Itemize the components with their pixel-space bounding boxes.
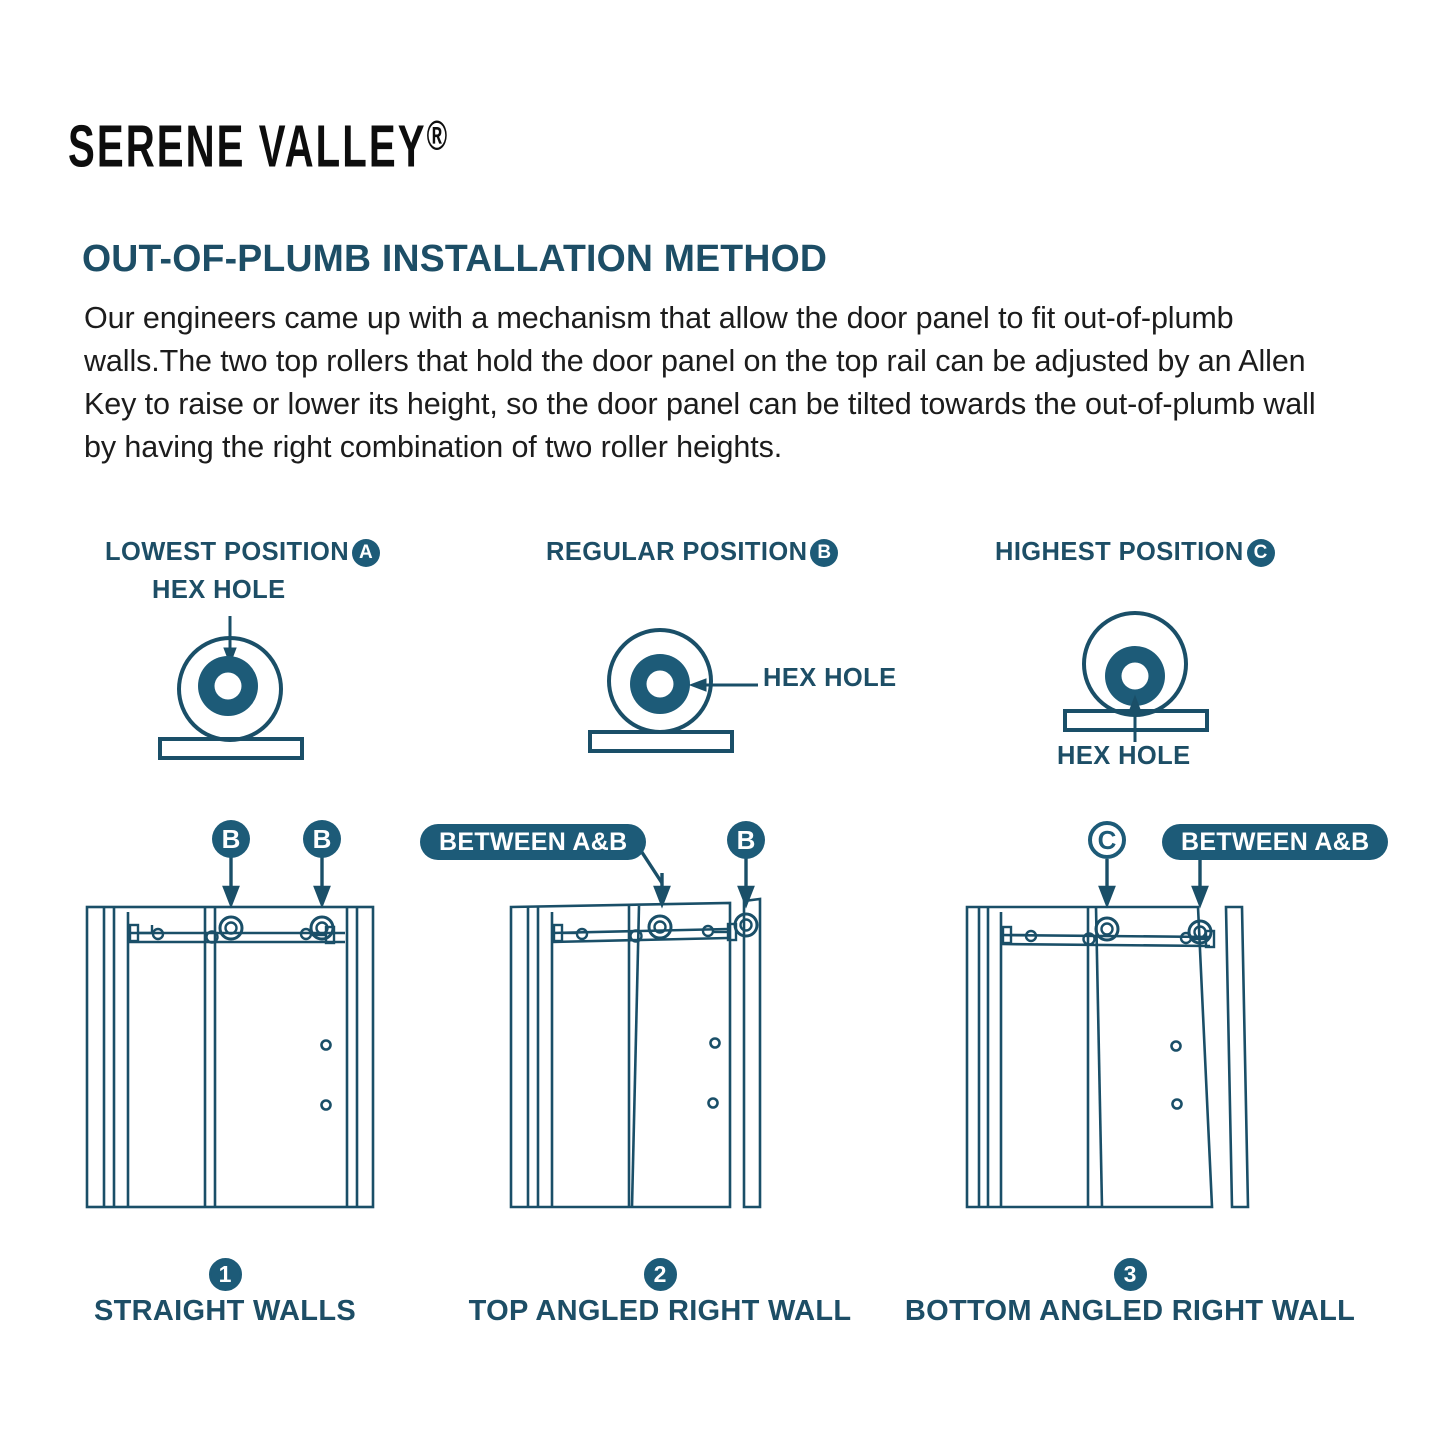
roller-a-arrow-icon xyxy=(223,616,237,666)
brand-logo: SERENE VALLEY® xyxy=(68,113,447,181)
brand-name: SERENE VALLEY xyxy=(68,114,427,181)
registered-trademark-icon: ® xyxy=(426,113,448,160)
caption-number-3: 3 xyxy=(1113,1258,1147,1291)
badge-b: B xyxy=(810,538,839,567)
caption-label-3: BOTTOM ANGLED RIGHT WALL xyxy=(904,1295,1356,1327)
page-title: OUT-OF-PLUMB INSTALLATION METHOD xyxy=(82,238,828,280)
caption-1: 1 STRAIGHT WALLS xyxy=(55,1258,395,1328)
caption-2: 2 TOP ANGLED RIGHT WALL xyxy=(425,1258,895,1328)
caption-label-2: TOP ANGLED RIGHT WALL xyxy=(468,1295,852,1327)
roller-c-arrow-icon xyxy=(1128,694,1142,742)
marker-b-left-1: B xyxy=(212,820,250,858)
marker-b-right-1: B xyxy=(303,820,341,858)
marker-c-left-3: C xyxy=(1088,821,1126,859)
roller-position-c: HIGHEST POSITION C HEX HOLE xyxy=(950,530,1420,800)
roller-position-a: LOWEST POSITION A HEX HOLE xyxy=(0,530,470,780)
door-diagram-2: BETWEEN A&B B xyxy=(410,815,880,1285)
door-diagram-3: C BETWEEN A&B xyxy=(900,815,1389,1285)
roller-a-graphic xyxy=(100,608,360,783)
roller-b-graphic xyxy=(580,598,880,783)
badge-a: A xyxy=(352,538,381,567)
roller-c-title-row: HIGHEST POSITION C xyxy=(995,538,1275,567)
roller-b-title: REGULAR POSITION xyxy=(546,538,808,566)
door-diagram-1: B B xyxy=(60,815,460,1285)
roller-position-b: REGULAR POSITION B HEX HOLE xyxy=(480,530,950,780)
intro-paragraph: Our engineers came up with a mechanism t… xyxy=(84,301,1316,464)
roller-a-title: LOWEST POSITION xyxy=(105,538,350,566)
door-diagram-3-graphic xyxy=(965,859,1250,1209)
roller-c-graphic xyxy=(1005,592,1285,757)
roller-a-hex-hole-label: HEX HOLE xyxy=(152,576,286,604)
marker-between-ab-2: BETWEEN A&B xyxy=(420,824,647,860)
roller-b-title-row: REGULAR POSITION B xyxy=(546,538,839,567)
caption-3: 3 BOTTOM ANGLED RIGHT WALL xyxy=(880,1258,1380,1328)
marker-b-right-2: B xyxy=(727,821,765,859)
badge-c: C xyxy=(1246,538,1275,567)
caption-number-1: 1 xyxy=(208,1258,242,1291)
roller-c-title: HIGHEST POSITION xyxy=(995,538,1244,566)
marker-between-ab-3: BETWEEN A&B xyxy=(1162,824,1389,860)
roller-a-title-row: LOWEST POSITION A xyxy=(105,538,381,567)
door-diagram-1-graphic xyxy=(85,855,375,1209)
caption-number-2: 2 xyxy=(643,1258,677,1291)
caption-label-1: STRAIGHT WALLS xyxy=(94,1295,356,1327)
roller-c-hex-hole-label: HEX HOLE xyxy=(1057,742,1191,770)
roller-b-hex-hole-label: HEX HOLE xyxy=(763,664,897,692)
roller-b-arrow-icon xyxy=(688,678,758,692)
door-diagram-2-graphic xyxy=(509,836,762,1209)
